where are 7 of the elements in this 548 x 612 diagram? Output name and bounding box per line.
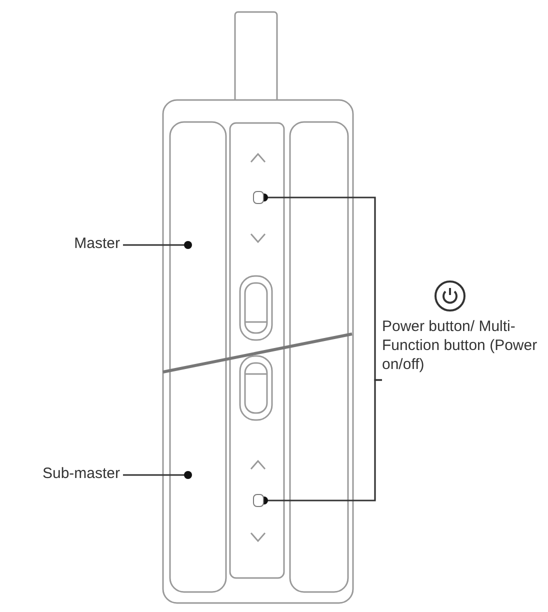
- button-part: [253, 494, 264, 507]
- callout-label: Power button/ Multi-Function button (Power on/off): [382, 318, 538, 374]
- callout-label: Master: [73, 235, 120, 254]
- button-part: [253, 191, 264, 204]
- leader-line: [123, 471, 192, 479]
- callout-label: Sub-master: [41, 465, 120, 484]
- leader-line: [123, 241, 192, 249]
